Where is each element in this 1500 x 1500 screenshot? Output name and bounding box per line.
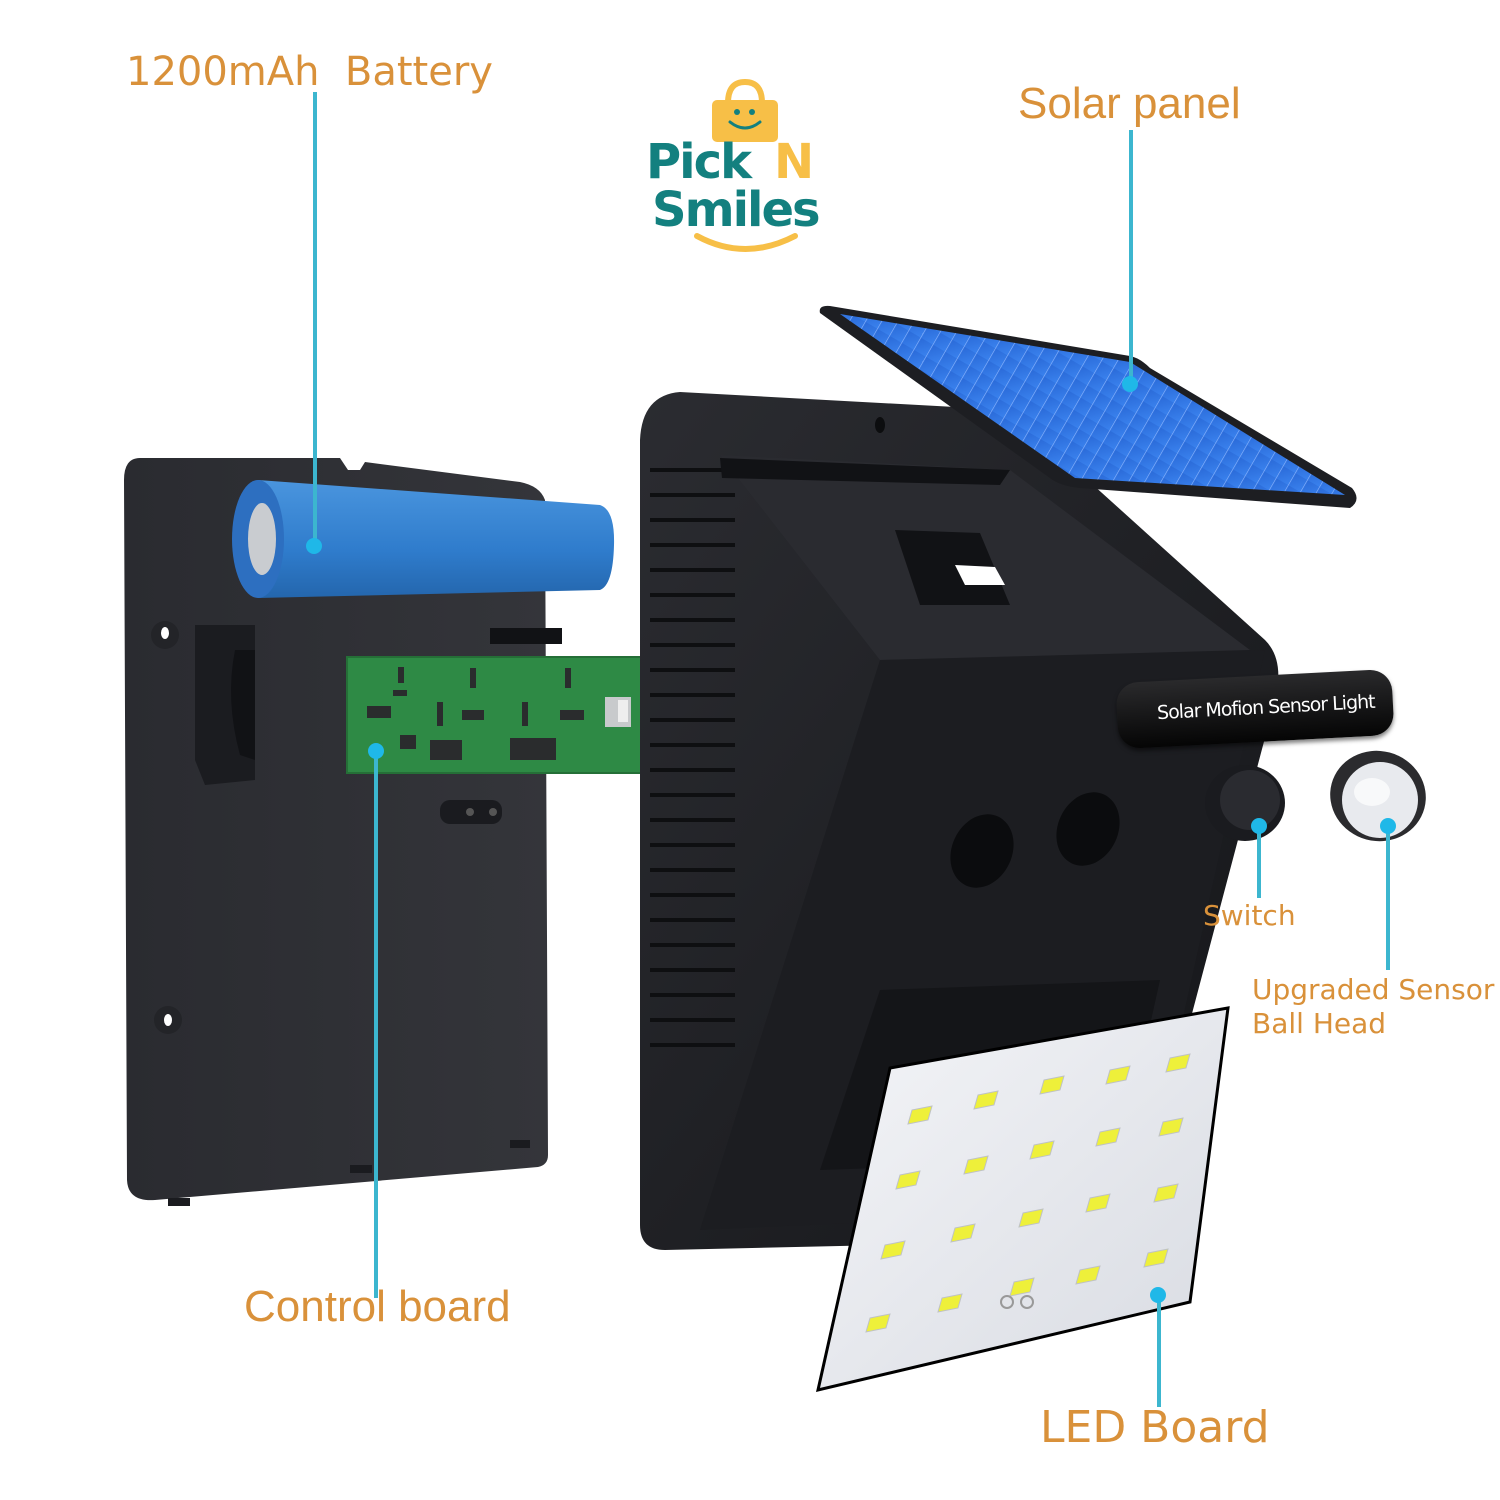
callout-battery-leader bbox=[313, 92, 317, 544]
product-name-text: Solar Mofion Sensor Light bbox=[1156, 690, 1376, 725]
battery-cell bbox=[232, 480, 615, 598]
led-board bbox=[816, 1006, 1230, 1393]
brand-logo: Pick N Smiles bbox=[646, 138, 846, 238]
brand-name-pick: Pick bbox=[646, 134, 752, 190]
callout-battery-label: 1200mAh Battery bbox=[126, 49, 493, 95]
switch-knob bbox=[1205, 765, 1285, 841]
brand-name-n: N bbox=[774, 134, 815, 190]
sensor-ball-head bbox=[1330, 750, 1426, 842]
callout-led-board-label: LED Board bbox=[1040, 1402, 1270, 1453]
callout-led-board-dot bbox=[1150, 1287, 1166, 1303]
callout-solar-panel-dot bbox=[1122, 376, 1138, 392]
callout-control-board-dot bbox=[368, 743, 384, 759]
callout-led-board-leader bbox=[1157, 1297, 1161, 1407]
control-board-pcb bbox=[346, 656, 643, 774]
callout-sensor-dot bbox=[1380, 818, 1396, 834]
callout-sensor-leader bbox=[1386, 830, 1390, 970]
callout-solar-panel-label: Solar panel bbox=[1018, 79, 1241, 128]
callout-sensor-label-line2: Ball Head bbox=[1252, 1007, 1387, 1040]
callout-battery-dot bbox=[306, 538, 322, 554]
callout-control-board-leader bbox=[374, 752, 378, 1298]
solar-panel bbox=[819, 305, 1357, 508]
callout-switch-leader bbox=[1257, 830, 1261, 898]
brand-name-smiles: Smiles bbox=[652, 182, 821, 238]
callout-switch-label: Switch bbox=[1203, 899, 1296, 932]
logo-bag-icon bbox=[694, 78, 798, 252]
callout-solar-panel-leader bbox=[1129, 130, 1133, 382]
callout-sensor-label-line1: Upgraded Sensor bbox=[1252, 973, 1495, 1006]
back-plate bbox=[124, 458, 562, 1206]
callout-switch-dot bbox=[1251, 818, 1267, 834]
